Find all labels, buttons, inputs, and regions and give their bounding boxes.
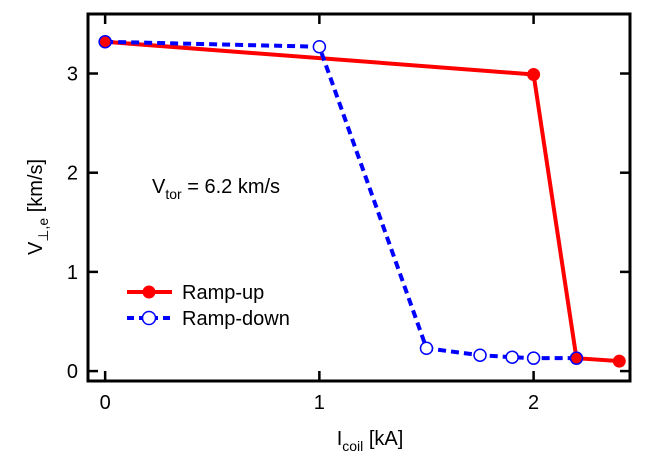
point-ramp-down-5 [526, 351, 541, 365]
legend-ramp-up-marker [142, 285, 156, 299]
point-ramp-down-4 [505, 350, 519, 364]
y-tick-label-0: 0 [67, 361, 78, 383]
series-line-ramp-up [104, 39, 620, 364]
point-ramp-down-2 [419, 341, 434, 356]
plot-layer: 0 1 2 0 1 2 3 [67, 12, 632, 414]
point-ramp-down-6 [569, 351, 584, 365]
x-axis-label-main: I [337, 428, 343, 450]
legend-ramp-down-marker [141, 310, 157, 326]
y-axis-label: V⊥,e [km/s] [25, 159, 51, 255]
y-axis-label-rest: [km/s] [25, 159, 47, 218]
point-ramp-down-0 [98, 35, 112, 49]
x-axis-label-rest: [kA] [363, 428, 403, 450]
point-ramp-down-3 [473, 348, 487, 362]
y-axis-label-sub: ⊥,e [35, 218, 51, 242]
legend-ramp-up-label: Ramp-up [182, 282, 264, 304]
legend-ramp-down-label: Ramp-down [182, 308, 290, 330]
legend: Ramp-up Ramp-down [127, 282, 290, 330]
y-tick-label-2: 2 [67, 163, 78, 185]
y-tick-label-1: 1 [67, 262, 78, 284]
y-axis-label-main: V [25, 241, 47, 255]
x-axis-label: Icoil [kA] [337, 428, 404, 454]
point-ramp-down-1 [312, 39, 327, 54]
annotation-rest: = 6.2 km/s [182, 176, 280, 198]
x-tick-label-1: 1 [314, 392, 325, 414]
point-ramp-up-1 [527, 68, 541, 82]
point-ramp-up-3 [612, 354, 626, 368]
annotation-sub: tor [165, 186, 182, 202]
point-ramp-up-2 [569, 351, 583, 365]
plot-frame [86, 12, 632, 383]
y-tick-label-3: 3 [67, 64, 78, 86]
x-tick-label-2: 2 [528, 392, 539, 414]
annotation-main: V [152, 176, 166, 198]
annotation-vtor: Vtor = 6.2 km/s [152, 176, 280, 202]
x-axis-label-sub: coil [342, 438, 363, 454]
point-ramp-up-0 [98, 35, 112, 49]
x-tick-label-0: 0 [100, 392, 111, 414]
